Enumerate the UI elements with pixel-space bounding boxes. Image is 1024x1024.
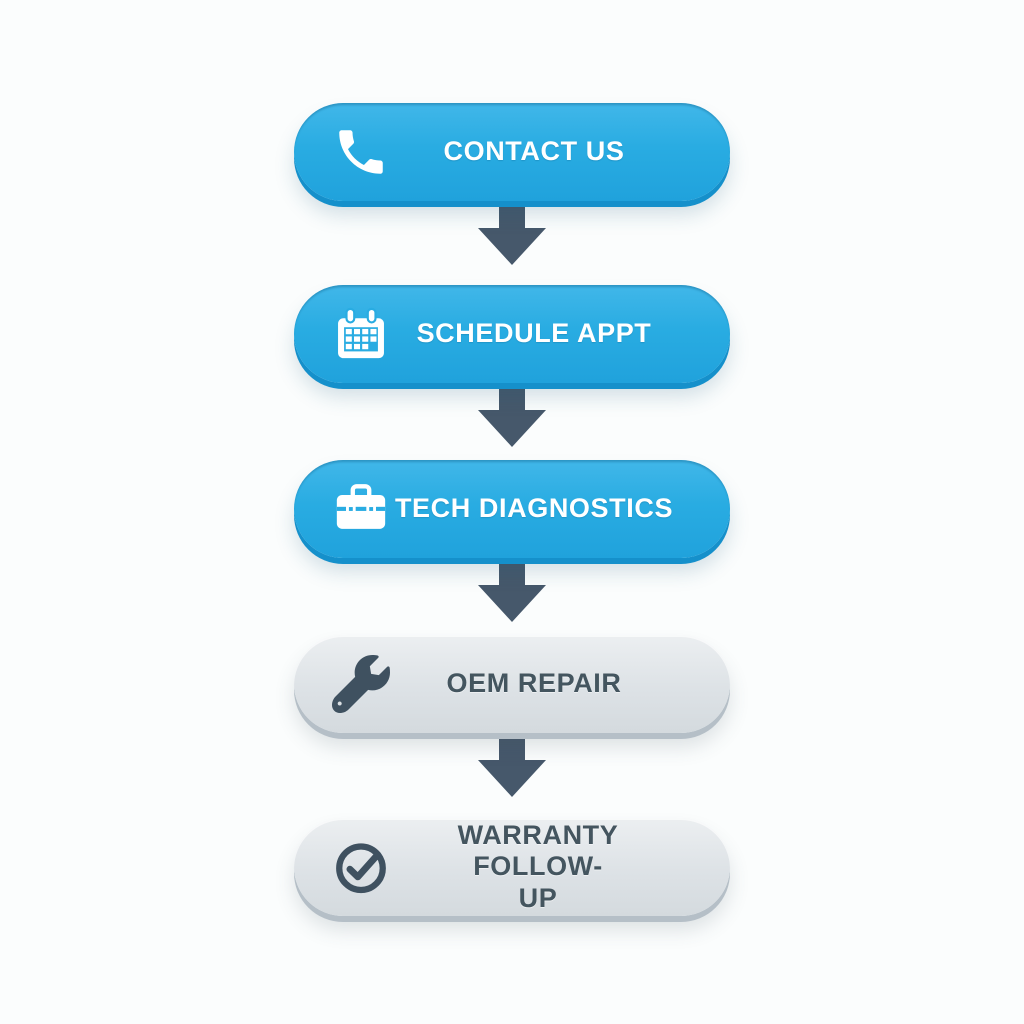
step-label: WARRANTY FOLLOW-UP xyxy=(457,820,619,913)
check-circle-icon xyxy=(332,838,390,896)
step-label: SCHEDULE APPT xyxy=(416,318,652,349)
step-label: CONTACT US xyxy=(443,136,625,167)
phone-icon xyxy=(332,123,390,181)
step-tech-diagnostics[interactable]: TECH DIAGNOSTICS xyxy=(294,460,730,558)
step-contact-us[interactable]: CONTACT US xyxy=(294,103,730,201)
down-arrow-icon xyxy=(478,560,546,622)
step-schedule-appt[interactable]: SCHEDULE APPT xyxy=(294,285,730,383)
step-label: TECH DIAGNOSTICS xyxy=(394,493,674,524)
down-arrow-icon xyxy=(478,203,546,265)
calendar-icon xyxy=(332,305,390,363)
wrench-icon xyxy=(332,655,390,713)
step-warranty-follow-up[interactable]: WARRANTY FOLLOW-UP xyxy=(294,818,730,916)
step-label: OEM REPAIR xyxy=(446,668,622,699)
down-arrow-icon xyxy=(478,385,546,447)
toolbox-icon xyxy=(332,480,390,538)
step-oem-repair[interactable]: OEM REPAIR xyxy=(294,635,730,733)
down-arrow-icon xyxy=(478,735,546,797)
